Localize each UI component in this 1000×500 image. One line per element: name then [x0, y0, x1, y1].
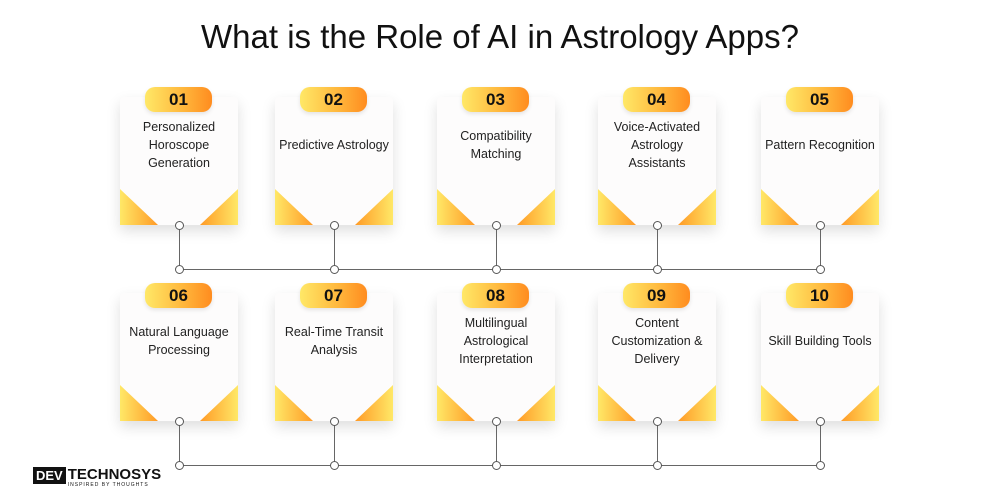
connector-node	[652, 460, 662, 470]
connector-line	[656, 225, 658, 269]
connector-node	[491, 220, 501, 230]
step-number-badge: 10	[786, 283, 853, 308]
connector-line	[178, 225, 180, 269]
step-card: Content Customization & Delivery	[598, 293, 716, 421]
connector-line	[656, 421, 658, 465]
corner-decoration	[437, 189, 555, 225]
connector-node	[815, 460, 825, 470]
step-card: Multilingual Astrological Interpretation	[437, 293, 555, 421]
logo-mark: DEV	[33, 467, 66, 484]
step-label: Skill Building Tools	[768, 334, 872, 348]
corner-decoration	[437, 385, 555, 421]
connector-node	[329, 220, 339, 230]
connector-line	[333, 421, 335, 465]
connector-node	[815, 220, 825, 230]
step-label: Natural Language Processing	[129, 325, 229, 357]
connector-line	[495, 421, 497, 465]
page-title: What is the Role of AI in Astrology Apps…	[201, 18, 799, 55]
step-label: Personalized Horoscope Generation	[142, 120, 216, 170]
step-number-badge: 01	[145, 87, 212, 112]
step-number-badge: 07	[300, 283, 367, 308]
corner-decoration	[275, 385, 393, 421]
step-number-badge: 08	[462, 283, 529, 308]
connector-line	[819, 421, 821, 465]
step-number-badge: 04	[623, 87, 690, 112]
connector-node	[652, 220, 662, 230]
step-number-badge: 09	[623, 283, 690, 308]
connector-line	[178, 421, 180, 465]
step-number-badge: 06	[145, 283, 212, 308]
connector-node	[174, 416, 184, 426]
step-label: Predictive Astrology	[279, 138, 389, 152]
logo-name: TECHNOSYS	[67, 466, 162, 483]
corner-decoration	[598, 189, 716, 225]
connector-node	[652, 264, 662, 274]
corner-decoration	[120, 385, 238, 421]
logo-tagline: INSPIRED BY THOUGHTS	[67, 482, 149, 488]
connector-node	[815, 416, 825, 426]
connector-node	[652, 416, 662, 426]
connector-node	[329, 264, 339, 274]
step-card: Personalized Horoscope Generation	[120, 97, 238, 225]
connector-line	[495, 225, 497, 269]
step-label: Multilingual Astrological Interpretation	[459, 316, 533, 366]
step-number-badge: 03	[462, 87, 529, 112]
step-label: Real-Time Transit Analysis	[284, 325, 384, 357]
logo: DEV TECHNOSYS INSPIRED BY THOUGHTS	[33, 467, 161, 488]
step-card: Natural Language Processing	[120, 293, 238, 421]
step-label: Pattern Recognition	[765, 138, 875, 152]
corner-decoration	[598, 385, 716, 421]
step-card: Real-Time Transit Analysis	[275, 293, 393, 421]
connector-node	[174, 264, 184, 274]
step-card: Skill Building Tools	[761, 293, 879, 421]
connector-node	[491, 416, 501, 426]
connector-node	[491, 460, 501, 470]
step-label: Compatibility Matching	[460, 129, 532, 161]
connector-node	[174, 220, 184, 230]
step-number-badge: 02	[300, 87, 367, 112]
step-card: Pattern Recognition	[761, 97, 879, 225]
corner-decoration	[120, 189, 238, 225]
step-number-badge: 05	[786, 87, 853, 112]
step-label: Voice-Activated Astrology Assistants	[613, 120, 701, 170]
step-card: Voice-Activated Astrology Assistants	[598, 97, 716, 225]
step-card: Compatibility Matching	[437, 97, 555, 225]
connector-line	[819, 225, 821, 269]
connector-node	[329, 416, 339, 426]
connector-node	[329, 460, 339, 470]
connector-node	[174, 460, 184, 470]
step-label: Content Customization & Delivery	[611, 316, 703, 366]
corner-decoration	[761, 385, 879, 421]
step-card: Predictive Astrology	[275, 97, 393, 225]
connector-node	[491, 264, 501, 274]
corner-decoration	[275, 189, 393, 225]
corner-decoration	[761, 189, 879, 225]
connector-node	[815, 264, 825, 274]
connector-line	[333, 225, 335, 269]
